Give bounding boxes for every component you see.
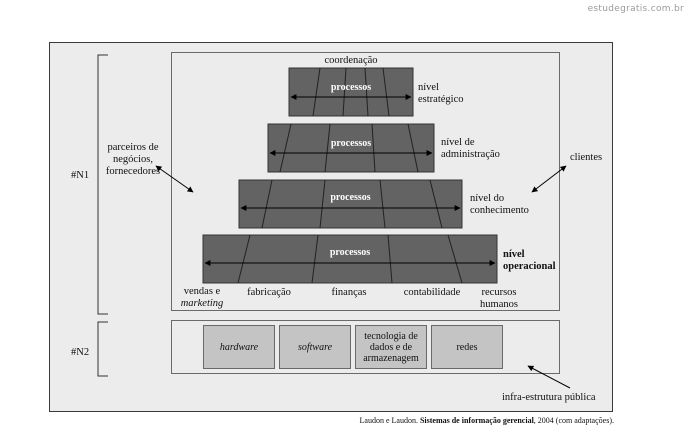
- n1-bracket: [97, 54, 108, 315]
- caption: Laudon e Laudon. Sistemas de informação …: [359, 416, 614, 425]
- level-knowledge: [238, 179, 463, 229]
- infra-label: infra-estrutura pública: [502, 392, 596, 403]
- process-label-4: processos: [329, 247, 371, 258]
- infra-box-software: software: [279, 325, 351, 369]
- process-label-3: processos: [330, 192, 371, 203]
- label-financas: finanças: [331, 287, 367, 298]
- partners-arrow: [155, 165, 194, 193]
- level-operational: [202, 234, 498, 284]
- n2-label: #N2: [71, 347, 90, 358]
- watermark: estudegratis.com.br: [587, 4, 684, 14]
- infra-box-hardware: hardware: [203, 325, 275, 369]
- infra-arrow: [527, 365, 571, 389]
- n1-label: #N1: [71, 170, 90, 181]
- label-contabilidade: contabilidade: [403, 287, 461, 298]
- process-label-2: processos: [330, 138, 372, 149]
- process-label-1: processos: [330, 82, 372, 93]
- n2-inner-box: [171, 320, 560, 374]
- clients-label: clientes: [570, 152, 603, 163]
- level-management: [267, 123, 435, 173]
- coordination-label: coordenação: [324, 55, 378, 66]
- n2-bracket: [97, 321, 108, 377]
- clients-arrow: [531, 165, 567, 193]
- label-fabricacao: fabricação: [247, 287, 291, 298]
- infra-box-networks: redes: [431, 325, 503, 369]
- level-strategic: [288, 67, 414, 117]
